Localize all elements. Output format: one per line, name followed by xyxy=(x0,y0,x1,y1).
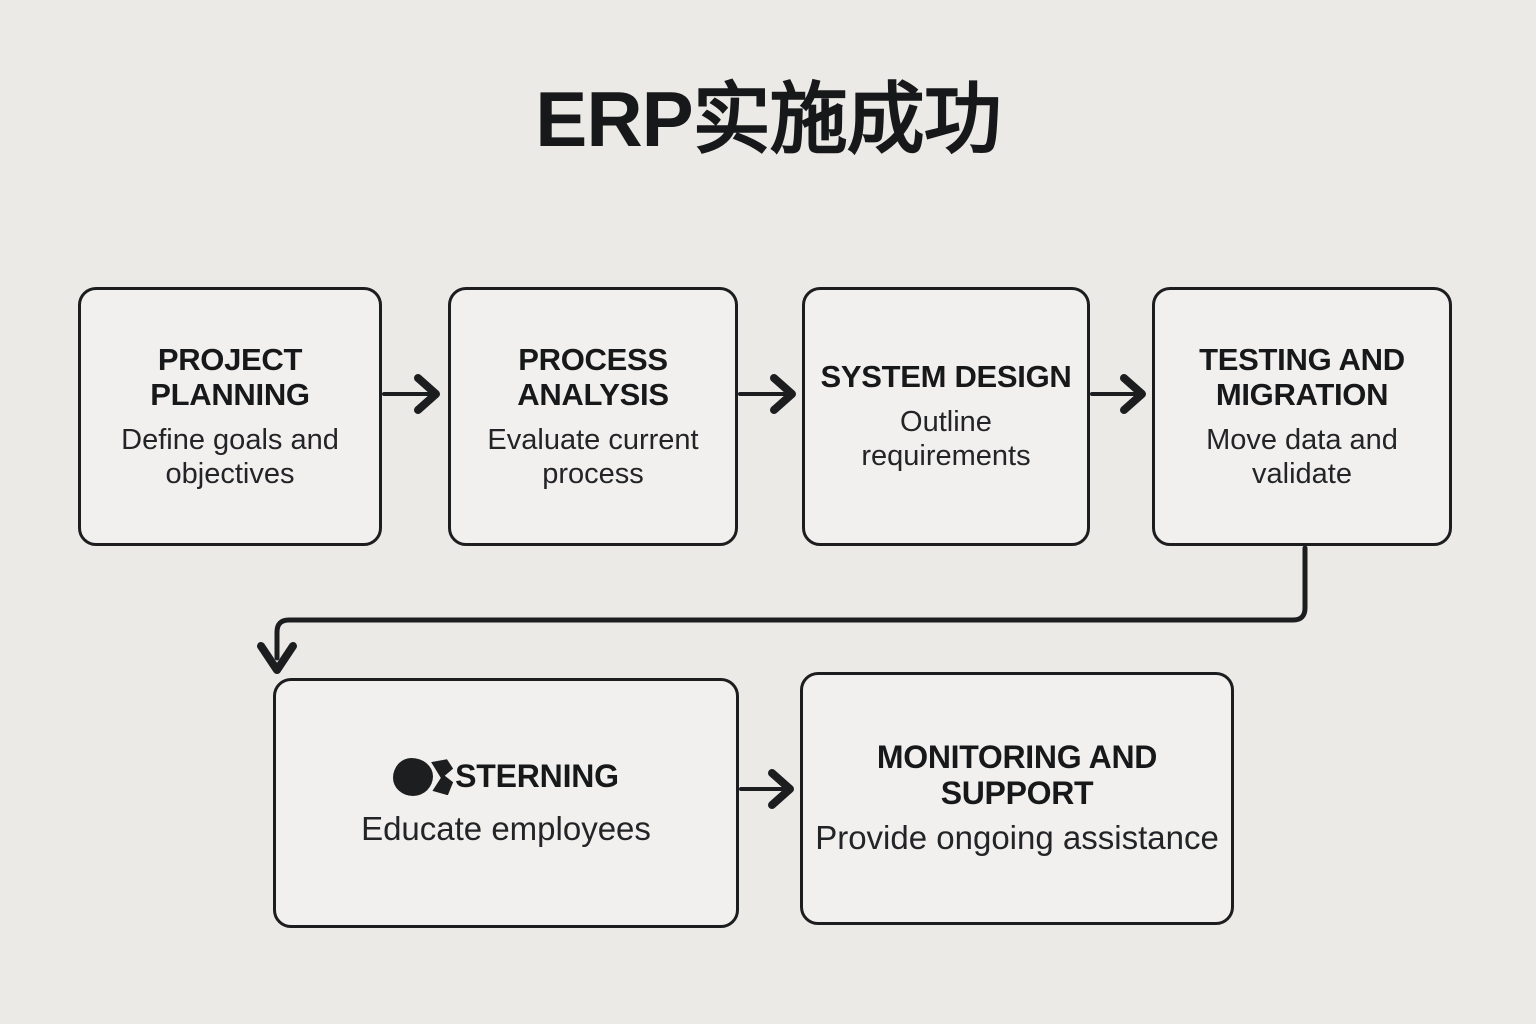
node-subtitle: Move data and validate xyxy=(1206,423,1398,491)
corrupted-glyph-tail-icon xyxy=(431,759,454,796)
page-title: ERP实施成功 xyxy=(535,75,1001,163)
connector-wrap-4-5 xyxy=(274,545,1308,661)
arrowhead-3-4 xyxy=(1120,374,1146,414)
node-heading: TESTING AND MIGRATION xyxy=(1199,341,1405,413)
node-user-training[interactable]: STERNING Educate employees xyxy=(273,678,739,928)
node-heading: PROCESS ANALYSIS xyxy=(517,341,669,413)
node-subtitle: Provide ongoing assistance xyxy=(815,818,1219,856)
node-system-design[interactable]: SYSTEM DESIGN Outline requirements xyxy=(802,287,1090,546)
corrupted-glyph-blob-icon xyxy=(393,758,434,797)
node-heading: MONITORING AND SUPPORT xyxy=(876,738,1158,811)
node-process-analysis[interactable]: PROCESS ANALYSIS Evaluate current proces… xyxy=(448,287,738,546)
node-subtitle: Outline requirements xyxy=(861,406,1031,473)
node-testing-and-migration[interactable]: TESTING AND MIGRATION Move data and vali… xyxy=(1152,287,1452,546)
node-heading-text: STERNING xyxy=(455,757,619,794)
arrowhead-5-6 xyxy=(768,769,794,809)
node-heading: STERNING xyxy=(393,757,619,797)
arrowhead-2-3 xyxy=(770,374,796,414)
node-subtitle: Educate employees xyxy=(361,810,651,848)
arrowhead-4-5 xyxy=(257,642,297,674)
node-subtitle: Evaluate current process xyxy=(487,423,699,491)
arrowhead-1-2 xyxy=(414,374,440,414)
node-heading: PROJECT PLANNING xyxy=(150,341,310,413)
node-subtitle: Define goals and objectives xyxy=(121,423,339,491)
node-project-planning[interactable]: PROJECT PLANNING Define goals and object… xyxy=(78,287,382,546)
node-heading: SYSTEM DESIGN xyxy=(820,359,1072,395)
node-monitoring-and-support[interactable]: MONITORING AND SUPPORT Provide ongoing a… xyxy=(800,672,1234,925)
